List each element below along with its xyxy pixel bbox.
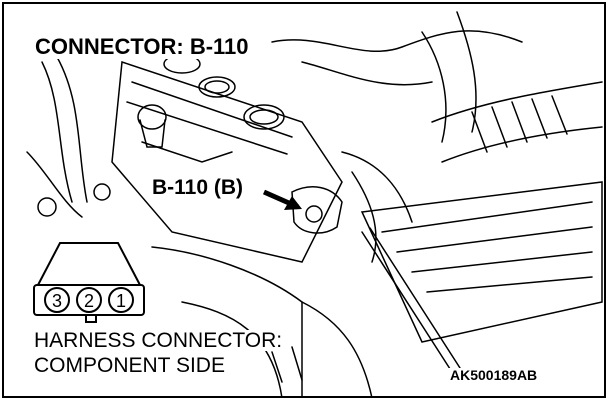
harness-label-line1: HARNESS CONNECTOR: xyxy=(32,329,285,352)
connector-callout: B-110 (B) xyxy=(149,176,247,199)
connector-title: CONNECTOR: B-110 xyxy=(32,35,252,59)
harness-connector-symbol xyxy=(33,242,145,323)
figure-code: AK500189AB xyxy=(448,367,540,383)
harness-label-line2: COMPONENT SIDE xyxy=(32,354,227,377)
